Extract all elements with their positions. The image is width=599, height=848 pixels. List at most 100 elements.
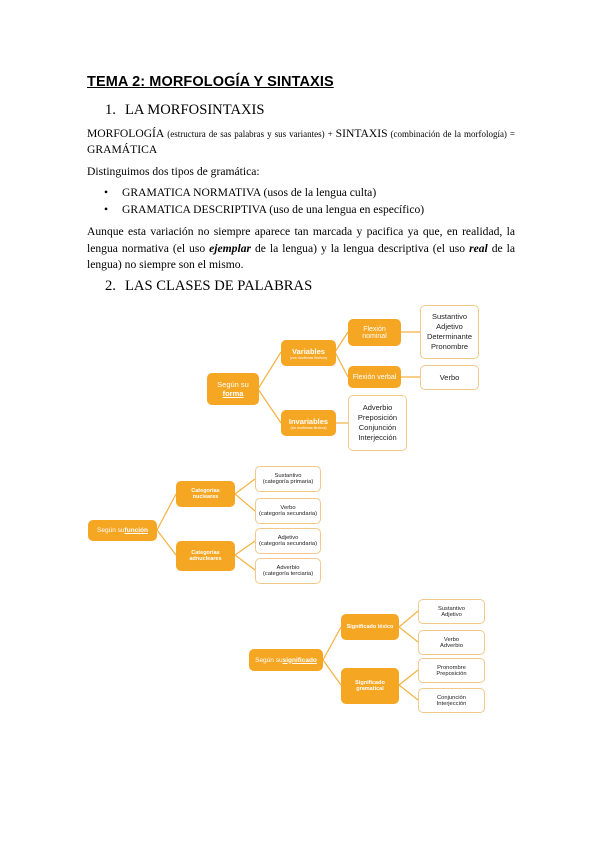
leaf-item: Preposición — [436, 670, 467, 677]
node-label: Según su — [217, 380, 249, 389]
node-label: Flexión verbal — [352, 373, 397, 381]
connector-line — [156, 529, 177, 556]
section-number: 2. — [105, 278, 116, 294]
term-gramatica: GRAMÁTICA — [87, 143, 158, 156]
section-heading-1: 1. LA MORFOSINTAXIS — [105, 102, 265, 119]
node-segun-significado: Según su significado — [249, 649, 323, 671]
connector-line — [234, 554, 256, 571]
node-significado-lexico: Significado léxico — [341, 614, 399, 640]
node-label: adnucleares — [189, 556, 222, 562]
node-label: forma — [222, 389, 244, 398]
node-invariables: Invariables (sin morfemas flexivos) — [281, 410, 336, 436]
text-fragment: Aunque esta variación no siempre aparece… — [87, 225, 515, 255]
node-label: Categorías — [191, 550, 220, 556]
section-heading-2: 2. LAS CLASES DE PALABRAS — [105, 278, 312, 295]
connector-line — [398, 684, 419, 701]
leaf-adverbio: Adverbio (categoría terciaria) — [255, 558, 321, 584]
leaf-item: Verbo — [439, 373, 460, 382]
leaf-item: Conjunción — [358, 423, 397, 432]
leaf-sustantivo: Sustantivo (categoría primaria) — [255, 466, 321, 492]
leaf-item: Adverbio — [362, 403, 393, 412]
node-label: nominal — [362, 332, 387, 340]
leaf-sustantivo-adjetivo: Sustantivo Adjetivo — [418, 599, 485, 624]
leaf-item: Verbo — [280, 505, 296, 511]
leaf-verbo: Verbo (categoría secundaria) — [255, 498, 321, 524]
node-label: función — [124, 527, 148, 534]
leaf-item: Sustantivo — [274, 473, 302, 479]
leaf-item: (categoría secundaria) — [259, 541, 317, 547]
node-label: significado — [282, 656, 317, 664]
leaf-item: Conjunción — [436, 694, 466, 701]
leaf-verbo-adverbio: Verbo Adverbio — [418, 630, 485, 655]
bullet-icon: • — [104, 203, 109, 216]
page-title: TEMA 2: MORFOLOGÍA Y SINTAXIS — [87, 74, 334, 90]
connector-line — [322, 659, 342, 686]
connector-line — [334, 331, 349, 353]
connector-line — [398, 626, 419, 643]
node-flexion-verbal: Flexión verbal — [348, 366, 401, 388]
leaf-item: Interjección — [436, 700, 467, 707]
leaf-item: Interjección — [358, 433, 397, 442]
node-sublabel: (con morfemas flexivos) — [289, 355, 328, 360]
connector-line — [234, 540, 256, 556]
emphasis-real: real — [469, 241, 488, 255]
connector-line — [234, 493, 256, 512]
connector-line — [322, 626, 342, 661]
node-segun-funcion: Según su función — [88, 520, 157, 541]
node-label: nucleares — [192, 494, 219, 500]
node-variables: Variables (con morfemas flexivos) — [281, 340, 336, 366]
leaf-item: Adverbio — [276, 565, 300, 571]
paragraph-intro: Distinguimos dos tipos de gramática: — [87, 165, 260, 178]
text-fragment: de la lengua) no siempre son el mismo. — [87, 241, 516, 272]
node-flexion-nominal: Flexión nominal — [348, 319, 401, 346]
term-sintaxis: SINTAXIS — [335, 127, 388, 140]
term-morfologia: MORFOLOGÍA — [87, 127, 165, 140]
node-segun-forma: Según su forma — [207, 373, 259, 405]
emphasis-ejemplar: ejemplar — [209, 241, 251, 255]
leaf-item: Adjetivo — [441, 611, 462, 618]
section-title: LA MORFOSINTAXIS — [125, 102, 265, 118]
section-title: LAS CLASES DE PALABRAS — [125, 278, 313, 294]
connector-line — [257, 351, 282, 390]
connector-line — [156, 493, 177, 531]
node-label: Categorías — [191, 488, 220, 494]
leaf-item: Pronombre — [430, 342, 469, 351]
node-label: gramatical — [356, 686, 384, 692]
node-significado-gramatical: Significado gramatical — [341, 668, 399, 704]
leaf-adjetivo: Adjetivo (categoría secundaria) — [255, 528, 321, 554]
connector-line — [398, 669, 419, 686]
leaf-verbal-list: Verbo — [420, 365, 479, 390]
paragraph-morfosintaxis: MORFOLOGÍA (estructura de sas palabras y… — [87, 126, 515, 158]
connector-line — [334, 351, 349, 378]
leaf-item: Adjetivo — [277, 535, 299, 541]
leaf-pronombre-preposicion: Pronombre Preposición — [418, 658, 485, 683]
node-label: Significado — [355, 680, 385, 686]
node-label: Variables — [292, 346, 325, 356]
list-item-text: GRAMATICA DESCRIPTIVA (uso de una lengua… — [122, 203, 425, 216]
connector-line — [257, 388, 282, 424]
leaf-item: Adverbio — [440, 642, 463, 649]
text-fragment: de la lengua) y la lengua descriptiva (e… — [251, 241, 470, 255]
bullet-icon: • — [104, 186, 109, 199]
leaf-conjuncion-interjeccion: Conjunción Interjección — [418, 688, 485, 713]
text-fragment: (estructura de sas palabras y sus varian… — [164, 129, 336, 139]
leaf-item: Preposición — [357, 413, 398, 422]
section-number: 1. — [105, 102, 116, 118]
connector-line — [398, 610, 419, 628]
list-item-text: GRAMATICA NORMATIVA (usos de la lengua c… — [122, 186, 377, 199]
leaf-item: Sustantivo — [437, 605, 466, 612]
node-adnucleares: Categorías adnucleares — [176, 541, 235, 571]
node-label: Flexión — [363, 325, 386, 333]
paragraph-variacion: Aunque esta variación no siempre aparece… — [87, 224, 515, 274]
leaf-item: Verbo — [443, 636, 460, 643]
node-label: Significado léxico — [346, 624, 394, 630]
text-fragment: (combinación de la morfología) = — [387, 129, 515, 139]
leaf-item: Pronombre — [437, 664, 466, 671]
leaf-item: Adjetivo — [436, 322, 463, 331]
node-nucleares: Categorías nucleares — [176, 481, 235, 507]
leaf-invariable-list: Adverbio Preposición Conjunción Interjec… — [348, 395, 407, 451]
node-label: Según su — [97, 527, 125, 534]
connector-line — [234, 478, 256, 495]
node-label: Invariables — [288, 416, 329, 426]
